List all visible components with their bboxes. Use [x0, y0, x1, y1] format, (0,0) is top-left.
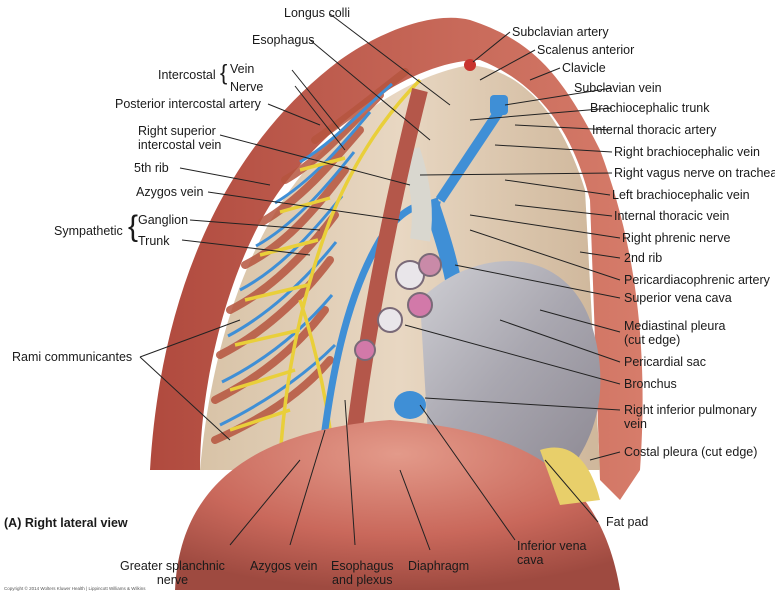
- thoracic-wall-muscle: [150, 17, 643, 500]
- label-left-brachiocephalic-vein: Left brachiocephalic vein: [612, 188, 750, 202]
- brace-intercostal: {: [220, 60, 228, 85]
- label-right-superior-intercostal-vein: Right superior intercostal vein: [138, 124, 222, 152]
- label-azygos-vein-bottom: Azygos vein: [250, 559, 318, 573]
- label-intercostal-vein: Vein: [230, 62, 255, 76]
- label-greater-splanchnic-nerve: Greater splanchnic nerve: [120, 559, 225, 587]
- label-scalenus-anterior: Scalenus anterior: [537, 43, 635, 57]
- label-5th-rib: 5th rib: [134, 161, 169, 175]
- fat-pad-surface: [540, 447, 600, 505]
- label-fat-pad: Fat pad: [606, 515, 649, 529]
- copyright-notice: Copyright © 2014 Wolters Kluwer Health |…: [4, 586, 146, 591]
- label-sympathetic: Sympathetic: [54, 224, 123, 238]
- label-subclavian-artery: Subclavian artery: [512, 25, 609, 39]
- label-2nd-rib: 2nd rib: [624, 251, 663, 265]
- label-esophagus-and-plexus: Esophagus and plexus: [331, 559, 394, 587]
- label-mediastinal-pleura: Mediastinal pleura (cut edge): [624, 319, 726, 347]
- label-sympathetic-ganglion: Ganglion: [138, 213, 189, 227]
- label-right-inferior-pulmonary-vein: Right inferior pulmonary vein: [624, 403, 757, 431]
- label-pericardial-sac: Pericardial sac: [624, 355, 706, 369]
- sympathetic-nerves: [229, 78, 422, 471]
- brachiocephalic-veins: [435, 107, 505, 203]
- label-brachiocephalic-trunk: Brachiocephalic trunk: [590, 101, 710, 115]
- diaphragm-surface: [175, 420, 620, 590]
- inferior-vena-cava-structure: [394, 391, 426, 419]
- subclavian-vein-structure: [490, 95, 508, 115]
- label-rami-communicantes: Rami communicantes: [12, 350, 133, 364]
- label-pericardiacophrenic-artery: Pericardiacophrenic artery: [624, 273, 770, 287]
- leader-lines: [139, 13, 621, 551]
- label-intercostal: Intercostal: [158, 68, 216, 82]
- trachea: [400, 146, 432, 242]
- label-right-brachiocephalic-vein: Right brachiocephalic vein: [614, 145, 760, 159]
- label-internal-thoracic-artery: Internal thoracic artery: [592, 123, 717, 137]
- label-superior-vena-cava: Superior vena cava: [624, 291, 732, 305]
- label-subclavian-vein: Subclavian vein: [574, 81, 662, 95]
- label-bronchus: Bronchus: [624, 377, 677, 391]
- label-costal-pleura: Costal pleura (cut edge): [624, 445, 758, 459]
- pericardial-sac-surface: [420, 261, 601, 470]
- label-posterior-intercostal-artery: Posterior intercostal artery: [115, 97, 261, 111]
- label-clavicle: Clavicle: [562, 61, 606, 75]
- label-longus-colli: Longus colli: [284, 6, 351, 20]
- lung-root: [354, 253, 442, 361]
- label-internal-thoracic-vein: Internal thoracic vein: [614, 209, 730, 223]
- intercostal-veins: [219, 82, 393, 427]
- label-sympathetic-trunk: Trunk: [138, 234, 170, 248]
- label-diaphragm: Diaphragm: [408, 559, 470, 573]
- label-intercostal-nerve: Nerve: [230, 80, 264, 94]
- view-title: (A) Right lateral view: [4, 516, 128, 530]
- label-azygos-vein-left: Azygos vein: [136, 185, 204, 199]
- label-right-phrenic-nerve: Right phrenic nerve: [622, 231, 731, 245]
- brace-sympathetic: {: [128, 210, 139, 243]
- label-esophagus: Esophagus: [252, 33, 315, 47]
- label-inferior-vena-cava: Inferior vena cava: [517, 539, 587, 567]
- label-right-vagus-nerve: Right vagus nerve on trachea: [614, 166, 775, 180]
